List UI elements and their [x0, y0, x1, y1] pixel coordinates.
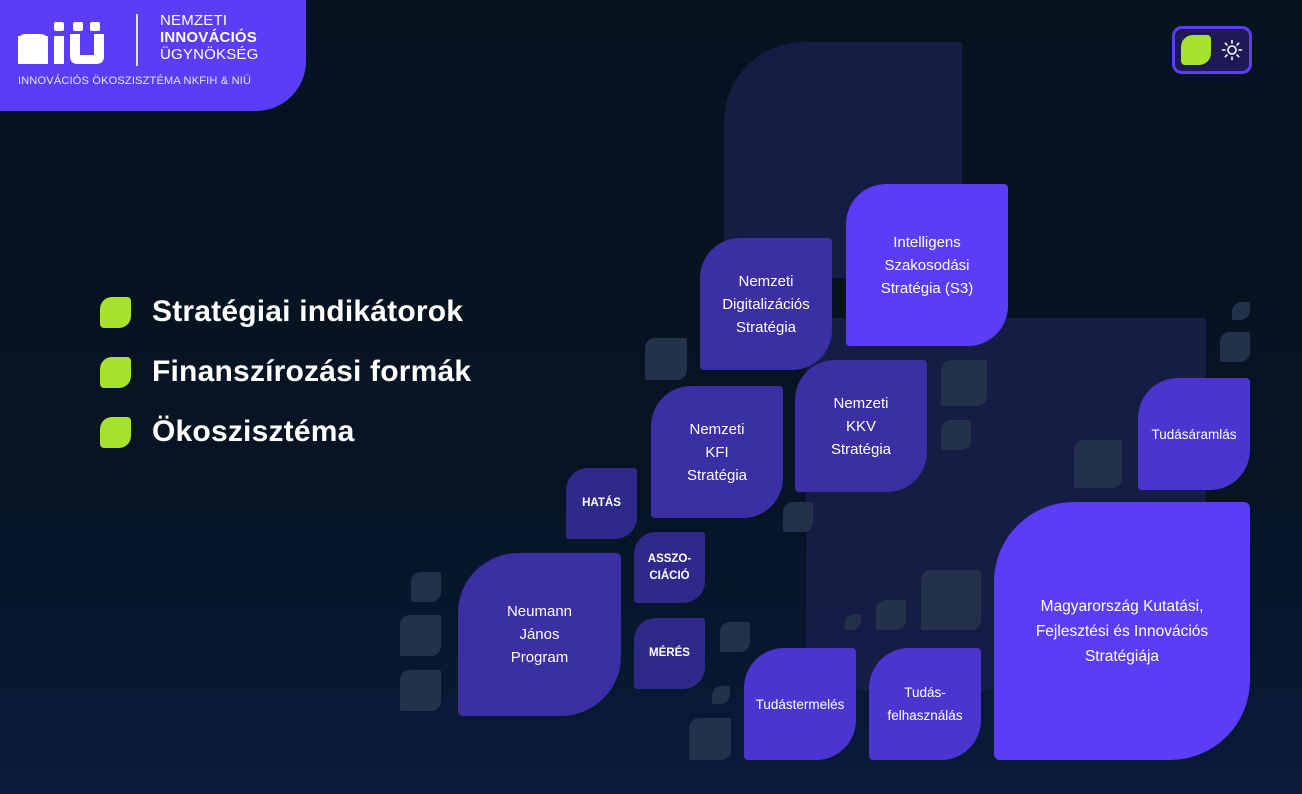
tile-text: Fejlesztési és Innovációs: [1035, 622, 1209, 640]
tile-kutatasi-innovacios-strategia[interactable]: Magyarország Kutatási, Fejlesztési és In…: [994, 502, 1250, 760]
decorative-square: [921, 570, 981, 630]
tile-text: Stratégia: [735, 318, 797, 336]
tile-kkv-strategia[interactable]: Nemzeti KKV Stratégia: [795, 360, 927, 492]
leaf-bullet-icon: [100, 416, 131, 448]
tile-tudasaramlas[interactable]: Tudásáramlás: [1138, 378, 1250, 490]
tile-text: KFI: [705, 443, 729, 461]
tile-kfi-strategia[interactable]: Nemzeti KFI Stratégia: [651, 386, 783, 518]
tile-text: MÉRÉS: [649, 647, 690, 659]
toggle-knob: [1181, 35, 1211, 65]
tile-tudasfelhasznalas[interactable]: Tudás- felhasználás: [869, 648, 981, 760]
decorative-square: [1220, 332, 1250, 362]
decorative-square: [400, 670, 441, 711]
tile-s3-strategia[interactable]: Intelligens Szakosodási Stratégia (S3): [846, 184, 1008, 346]
decorative-square: [411, 572, 441, 602]
tile-asszociacio[interactable]: ASSZO- CIÁCIÓ: [634, 532, 705, 603]
agency-name-line2: INNOVÁCIÓS: [160, 29, 258, 46]
tile-text: János: [519, 626, 560, 643]
tile-text: Tudás-: [904, 685, 946, 700]
menu-item-okoszisztema[interactable]: Ökoszisztéma: [100, 402, 471, 462]
menu-item-finanszirozasi-formak[interactable]: Finanszírozási formák: [100, 342, 471, 402]
agency-name-line3: ÜGYNÖKSÉG: [160, 46, 259, 63]
menu-item-label: Stratégiai indikátorok: [152, 295, 464, 328]
tile-text: ASSZO-: [647, 552, 692, 565]
tile-text: felhasználás: [887, 708, 963, 723]
tile-text: Digitalizációs: [722, 295, 810, 313]
tile-text: Nemzeti: [689, 420, 745, 438]
decorative-square: [941, 420, 971, 450]
tile-digitalizacios-strategia[interactable]: Nemzeti Digitalizációs Stratégia: [700, 238, 832, 370]
main-menu: Stratégiai indikátorok Finanszírozási fo…: [100, 282, 471, 462]
tile-text: Stratégia: [830, 440, 892, 458]
tile-text: Szakosodási: [884, 256, 970, 274]
tile-text: Tudástermelés: [755, 696, 845, 712]
agency-name-line1: NEMZETI: [160, 12, 228, 29]
logo-subtitle: INNOVÁCIÓS ÖKOSZISZTÉMA NKFIH & NIÜ: [18, 75, 252, 87]
menu-item-strategiai-indikatorok[interactable]: Stratégiai indikátorok: [100, 282, 471, 342]
tile-text: Stratégia: [686, 466, 748, 484]
decorative-square: [1074, 440, 1122, 488]
sun-icon: [1221, 39, 1243, 61]
decorative-square: [689, 718, 731, 760]
logo-panel[interactable]: NEMZETI INNOVÁCIÓS ÜGYNÖKSÉG INNOVÁCIÓS …: [0, 0, 306, 111]
tile-text: Stratégiája: [1084, 647, 1160, 665]
tile-text: Magyarország Kutatási,: [1040, 597, 1204, 615]
agency-name: NEMZETI INNOVÁCIÓS ÜGYNÖKSÉG: [160, 12, 259, 63]
tile-text: Nemzeti: [833, 394, 889, 412]
tile-text: Stratégia (S3): [880, 279, 974, 297]
decorative-square: [712, 686, 730, 704]
tile-text: CIÁCIÓ: [649, 569, 690, 582]
decorative-square: [1232, 302, 1250, 320]
niu-logo-icon: [18, 22, 104, 64]
tile-text: Intelligens: [893, 233, 961, 251]
tile-text: Tudásáramlás: [1151, 426, 1237, 442]
decorative-square: [645, 338, 687, 380]
tile-neumann-janos-program[interactable]: Neumann János Program: [458, 553, 621, 716]
tile-tudastermeles[interactable]: Tudástermelés: [744, 648, 856, 760]
tile-text: Neumann: [506, 603, 573, 620]
menu-item-label: Finanszírozási formák: [152, 355, 472, 388]
leaf-bullet-icon: [100, 356, 131, 388]
decorative-square: [720, 622, 750, 652]
tile-meres[interactable]: MÉRÉS: [634, 618, 705, 689]
logo-divider: [136, 14, 138, 66]
tile-text: HATÁS: [582, 497, 621, 509]
tile-text: Program: [510, 649, 569, 666]
theme-toggle[interactable]: [1172, 26, 1252, 74]
menu-item-label: Ökoszisztéma: [152, 415, 355, 448]
tile-text: KKV: [845, 417, 876, 435]
decorative-square: [783, 502, 813, 532]
decorative-square: [876, 600, 906, 630]
decorative-square: [400, 615, 441, 656]
tile-hatas[interactable]: HATÁS: [566, 468, 637, 539]
decorative-square: [845, 614, 861, 630]
tile-text: Nemzeti: [738, 272, 794, 290]
leaf-bullet-icon: [100, 296, 131, 328]
decorative-square: [941, 360, 987, 406]
